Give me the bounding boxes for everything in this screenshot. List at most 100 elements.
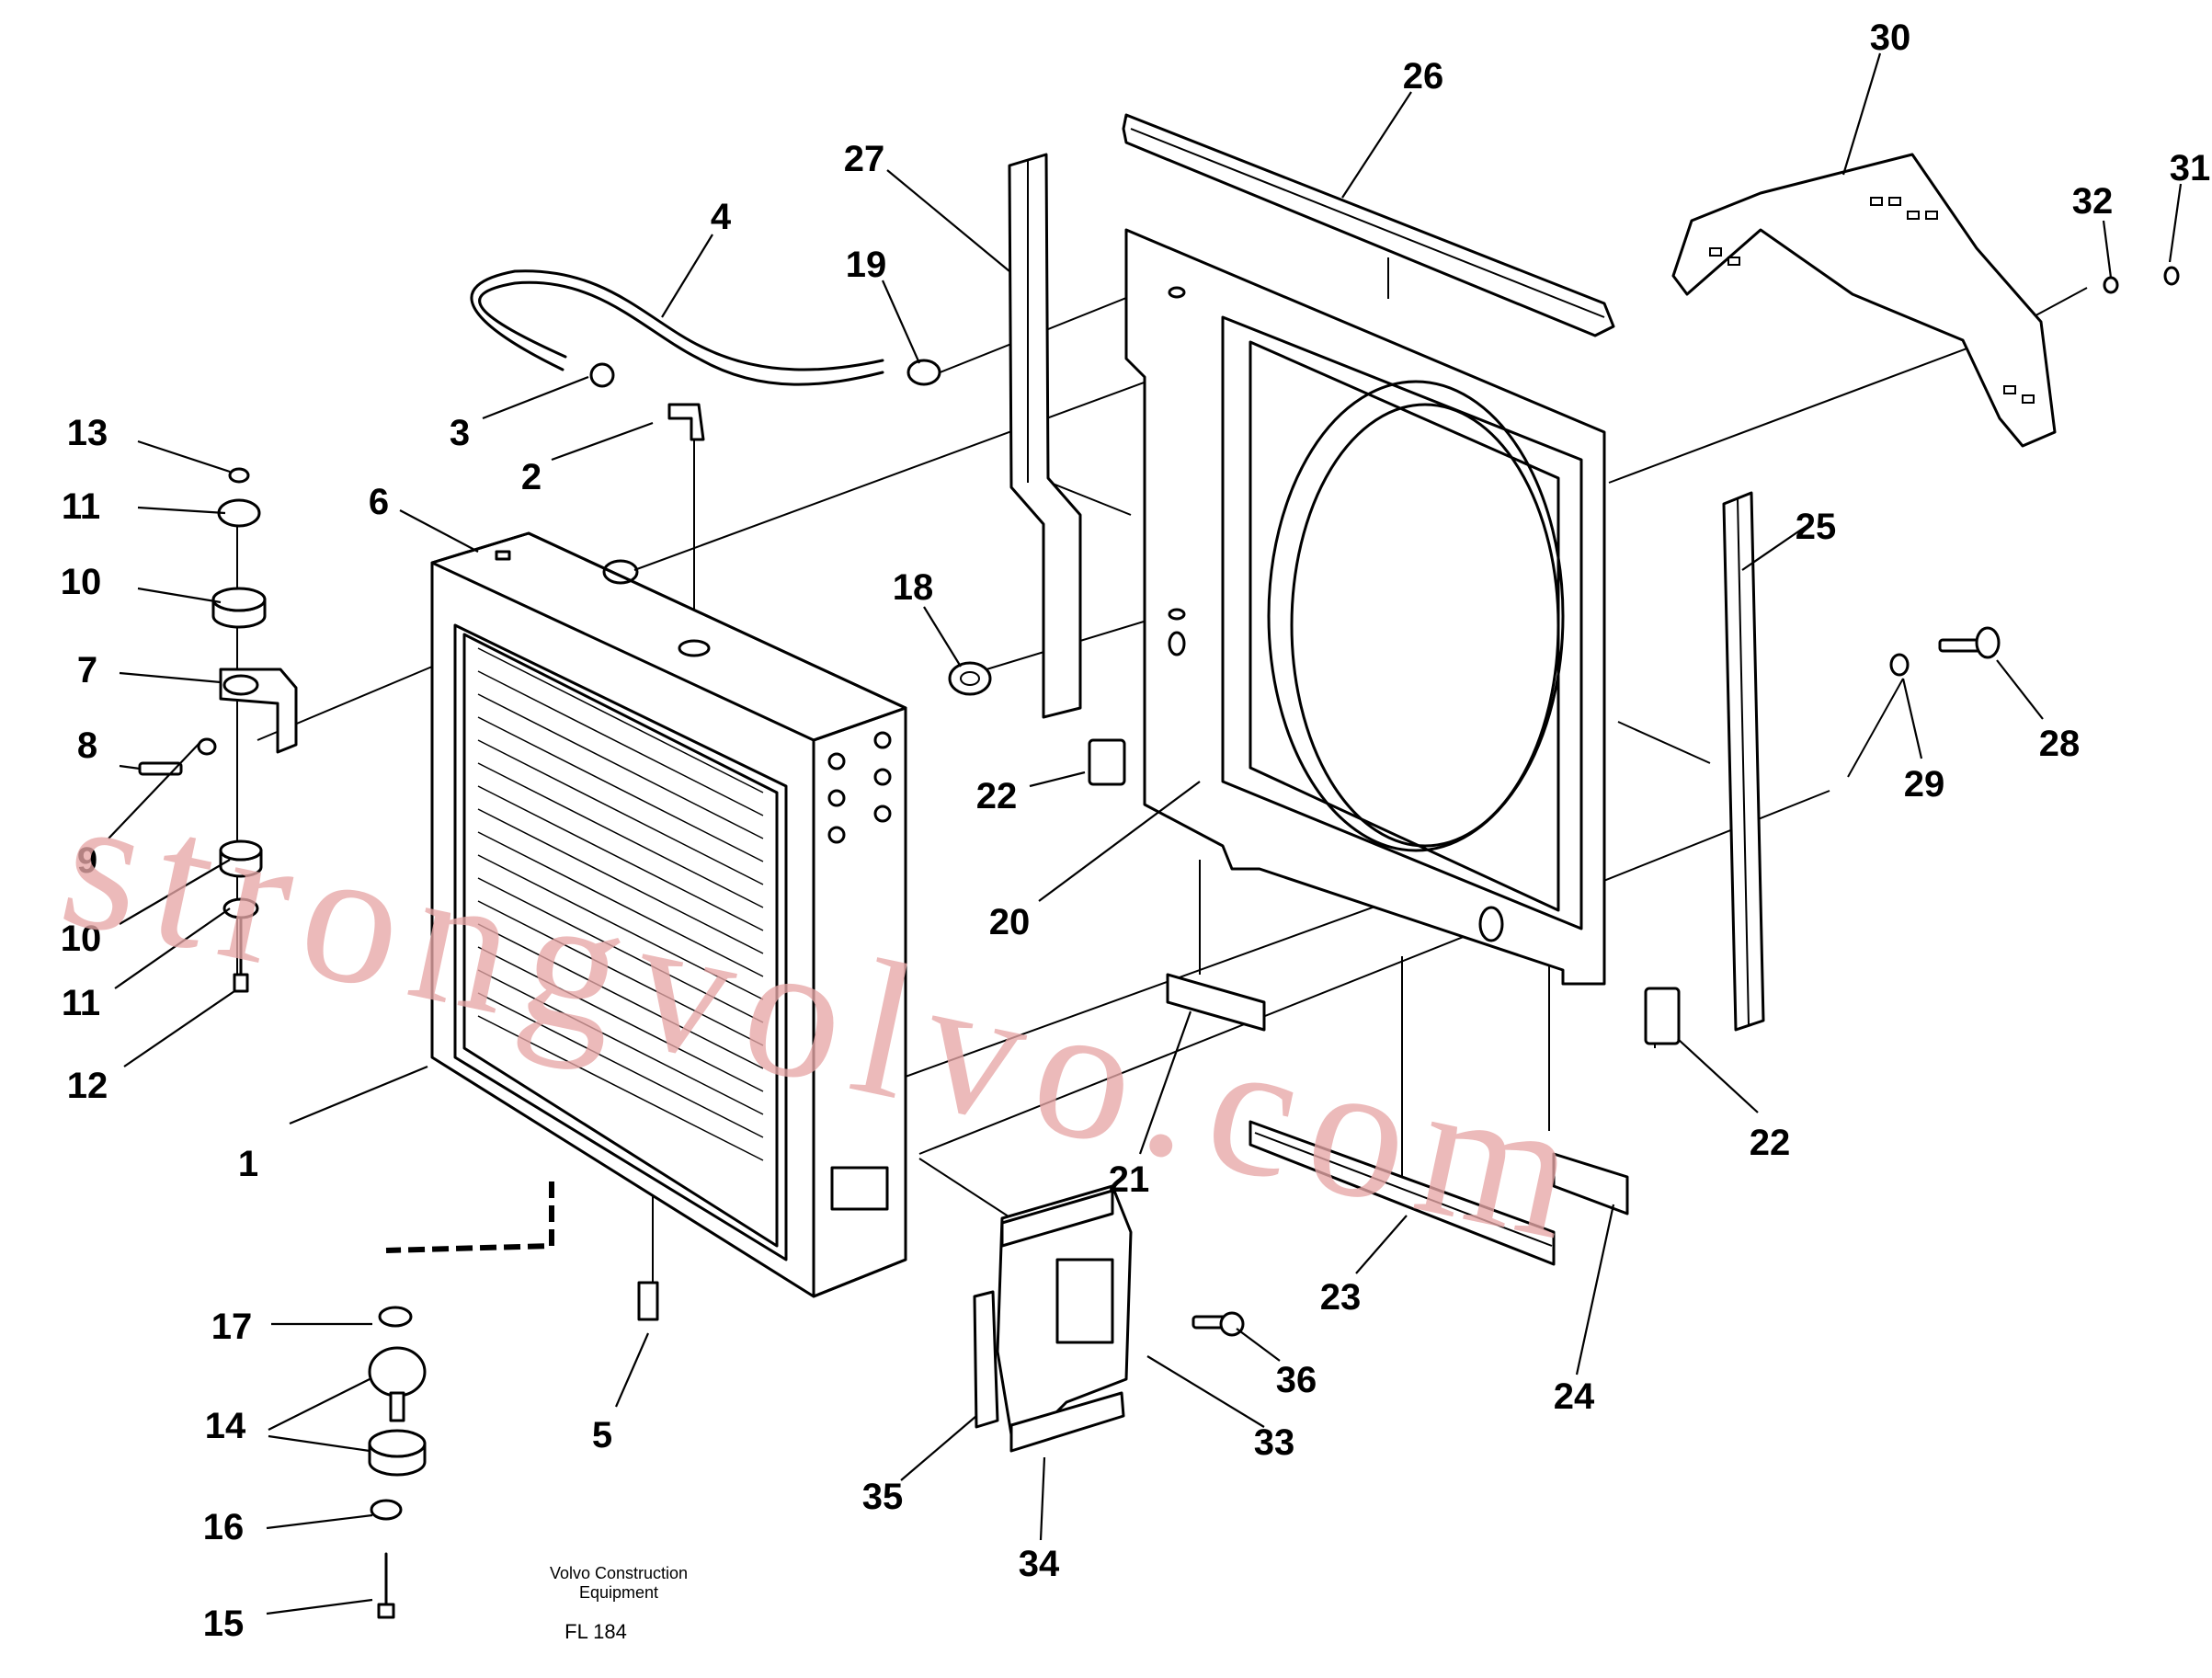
- hose-clamp-3: [589, 362, 615, 388]
- leader-line-11: [114, 907, 231, 989]
- leader-line-25: [1741, 525, 1807, 571]
- callout-32: 32: [2072, 181, 2114, 222]
- leader-line-29: [1901, 678, 1923, 759]
- callout-33: 33: [1254, 1422, 1295, 1463]
- callout-22: 22: [976, 776, 1018, 816]
- callout-3: 3: [450, 413, 470, 453]
- leader-line-28: [1996, 659, 2044, 720]
- callout-11: 11: [62, 983, 100, 1023]
- leader-line-14: [268, 1434, 371, 1453]
- leader-line-27: [886, 169, 1010, 272]
- leader-line-10: [119, 859, 231, 925]
- screw-31: [2163, 266, 2180, 286]
- seal-strip-23: [1249, 1120, 1556, 1266]
- leader-line-9: [108, 739, 203, 839]
- shroud-holes: [1168, 286, 1504, 942]
- seal-strip-26: [1122, 113, 1615, 337]
- washer-17: [378, 1306, 413, 1328]
- leader-line-33: [1146, 1355, 1265, 1428]
- leader-line-21: [1138, 1010, 1192, 1155]
- radiator-core: [430, 531, 907, 1298]
- leader-line-18: [923, 606, 962, 668]
- callout-27: 27: [844, 139, 885, 179]
- clip-22-left: [1088, 738, 1126, 786]
- fan-shroud: [1124, 228, 1606, 986]
- leader-line-8: [119, 764, 141, 771]
- leader-line-13: [137, 439, 231, 474]
- leader-line-36: [1236, 1328, 1281, 1362]
- figure-id: FL 184: [564, 1620, 627, 1643]
- leader-line-1: [289, 1065, 428, 1125]
- callout-1: 1: [238, 1144, 258, 1184]
- leader-line-23: [1355, 1215, 1408, 1274]
- leader-line-11: [137, 506, 226, 515]
- leader-line-15: [266, 1598, 373, 1615]
- callout-10: 10: [61, 562, 102, 602]
- screw-28: [1938, 626, 2001, 659]
- callout-10: 10: [61, 919, 102, 959]
- callout-15: 15: [203, 1604, 245, 1644]
- vent-plug: [495, 550, 511, 561]
- washer-16: [370, 1499, 403, 1521]
- washer-32: [2103, 276, 2119, 294]
- rubber-mount-14-top: [368, 1346, 427, 1398]
- drain-bracket: [830, 1166, 889, 1211]
- callout-21: 21: [1109, 1159, 1150, 1200]
- leader-line-5: [614, 1332, 650, 1408]
- lower-mount-stack: [368, 1306, 427, 1619]
- callout-9: 9: [77, 840, 97, 881]
- leader-line-20: [1038, 781, 1201, 902]
- upper-mount-stack: [138, 467, 298, 993]
- leader-line-31: [2168, 183, 2183, 263]
- callout-24: 24: [1554, 1376, 1595, 1417]
- leader-line-26: [1341, 91, 1412, 199]
- callout-22: 22: [1750, 1123, 1791, 1163]
- drain-cock-5: [637, 1281, 659, 1321]
- callout-leaders: [108, 52, 2183, 1615]
- grommet-19: [906, 359, 941, 386]
- callout-25: 25: [1796, 507, 1837, 547]
- callout-5: 5: [592, 1415, 612, 1455]
- bracket-30: [1671, 153, 2057, 448]
- callout-labels: 1234567891010111112131415161718192021222…: [61, 17, 2211, 1644]
- callout-16: 16: [203, 1507, 245, 1547]
- callout-23: 23: [1320, 1277, 1362, 1318]
- bracket-33: [996, 1184, 1133, 1436]
- leader-line-6: [399, 509, 479, 553]
- leader-line-22: [1029, 771, 1086, 788]
- leader-line-24: [1575, 1204, 1615, 1376]
- seal-strip-34: [1009, 1391, 1125, 1453]
- callout-28: 28: [2039, 724, 2081, 764]
- clip-22-right: [1644, 987, 1681, 1045]
- leader-line-10: [137, 587, 222, 604]
- screw-36: [1192, 1311, 1245, 1337]
- callout-34: 34: [1019, 1544, 1060, 1584]
- callout-11: 11: [62, 486, 100, 527]
- callout-8: 8: [77, 725, 97, 766]
- mounting-dashed-link: [385, 1181, 554, 1253]
- callout-26: 26: [1403, 56, 1444, 97]
- leader-line-4: [661, 234, 713, 318]
- leader-line-19: [881, 280, 921, 364]
- callout-4: 4: [711, 197, 732, 237]
- leader-line-16: [266, 1513, 373, 1530]
- washer-9: [197, 737, 217, 756]
- callout-30: 30: [1870, 17, 1911, 58]
- nut-13: [228, 467, 250, 484]
- leader-line-14: [268, 1378, 371, 1431]
- callout-20: 20: [989, 902, 1031, 942]
- callout-29: 29: [1904, 764, 1945, 805]
- seal-strip-25: [1722, 491, 1765, 1032]
- callout-12: 12: [67, 1066, 108, 1106]
- leader-line-2: [551, 421, 654, 462]
- callout-35: 35: [862, 1477, 904, 1517]
- callout-13: 13: [67, 413, 108, 453]
- callout-36: 36: [1276, 1360, 1317, 1400]
- callout-14: 14: [205, 1406, 246, 1446]
- caption-line-2: Equipment: [579, 1583, 658, 1602]
- washer-29: [1889, 653, 1910, 677]
- leader-line-30: [1841, 52, 1882, 176]
- seal-block-24: [1552, 1152, 1629, 1216]
- grommet-18: [948, 661, 992, 696]
- leader-line-12: [123, 990, 235, 1067]
